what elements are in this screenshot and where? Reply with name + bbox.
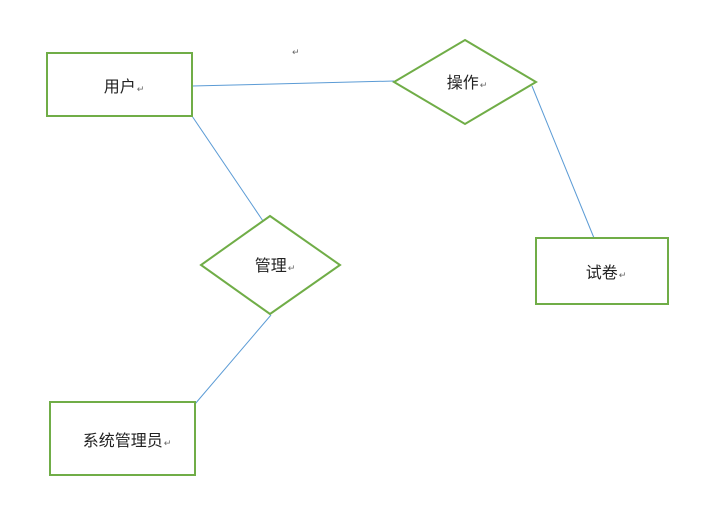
relationship-operate-label: 操作↵ xyxy=(447,69,488,93)
edge-operate-paper xyxy=(531,85,595,239)
entity-user-label: 用户↵ xyxy=(104,73,145,97)
entity-paper-label: 试卷↵ xyxy=(586,259,627,283)
entity-admin-box[interactable] xyxy=(49,401,196,476)
relationship-manage-text: 管理 xyxy=(254,256,287,275)
entity-admin-label: 系统管理员↵ xyxy=(83,427,172,451)
entity-user-text: 用户 xyxy=(103,77,136,96)
edge-user-operate xyxy=(191,80,395,87)
return-mark: ↵ xyxy=(163,439,172,449)
edge-manage-admin xyxy=(194,314,272,405)
entity-user-box[interactable] xyxy=(46,52,193,117)
relationship-operate-diamond[interactable] xyxy=(392,38,538,126)
return-mark: ↵ xyxy=(479,81,488,91)
relationship-manage-label: 管理↵ xyxy=(255,252,296,276)
entity-admin-text: 系统管理员 xyxy=(82,431,163,450)
return-mark: ↵ xyxy=(136,85,145,95)
return-mark: ↵ xyxy=(287,264,296,274)
entity-paper-text: 试卷 xyxy=(585,263,618,282)
paragraph-return-mark: ↵ xyxy=(292,48,300,58)
entity-paper-box[interactable] xyxy=(535,237,669,305)
return-mark: ↵ xyxy=(618,271,627,281)
edge-user-manage xyxy=(191,115,264,222)
relationship-operate-text: 操作 xyxy=(446,73,479,92)
relationship-manage-diamond[interactable] xyxy=(199,214,342,316)
